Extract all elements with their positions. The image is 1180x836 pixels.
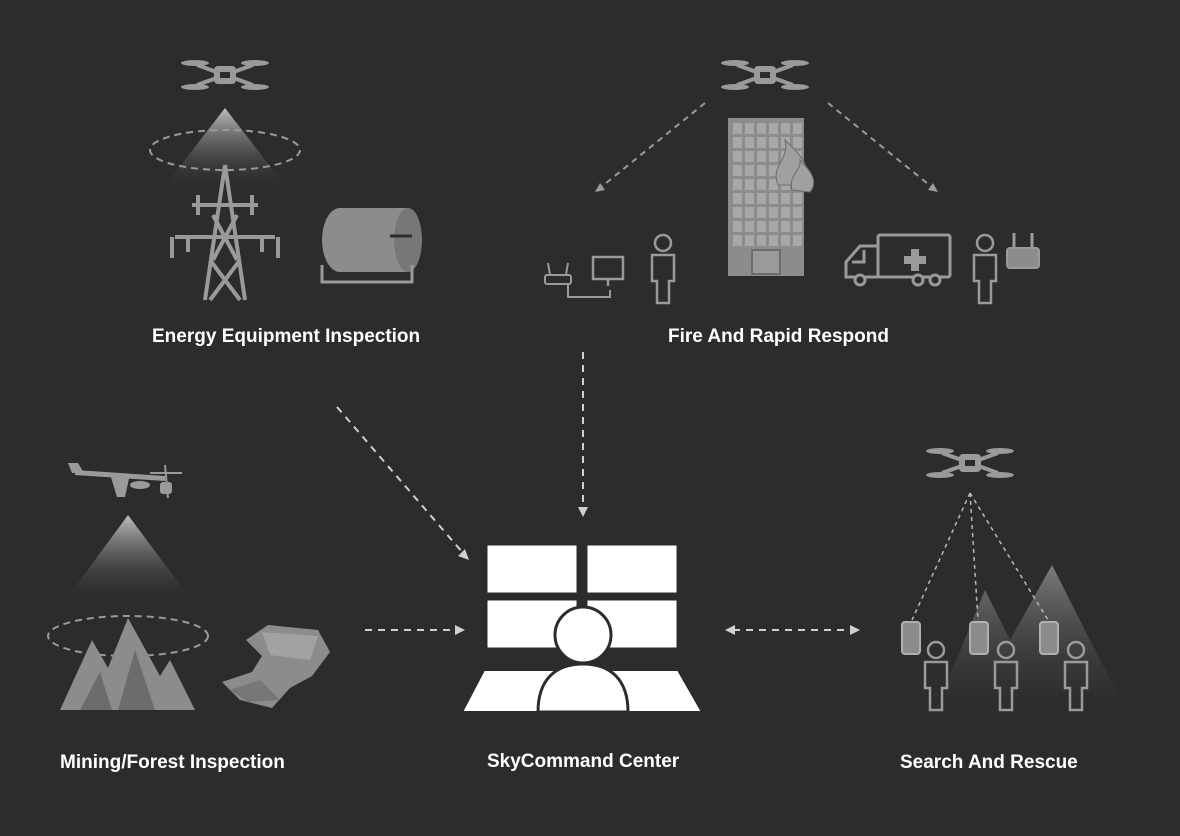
building-window (745, 165, 754, 176)
building-window (793, 221, 802, 232)
building-window (793, 123, 802, 134)
monitor-icon (591, 255, 625, 286)
arrow-head (928, 183, 938, 192)
building-window (757, 137, 766, 148)
building-window (793, 235, 802, 246)
building-window (745, 235, 754, 246)
person-icon (972, 233, 998, 305)
building-window (769, 221, 778, 232)
skycommand-center-label: SkyCommand Center (487, 751, 680, 772)
connectors (336, 352, 852, 631)
building-window (733, 179, 742, 190)
building-window (733, 137, 742, 148)
building-window (781, 207, 790, 218)
router-icon (544, 262, 572, 285)
drone-icon (924, 446, 1016, 480)
building-window (757, 165, 766, 176)
building-window (757, 221, 766, 232)
building-window (793, 137, 802, 148)
building-fire-icon (728, 118, 815, 276)
power-tower-icon (170, 164, 280, 302)
energy-group (149, 58, 422, 302)
drone-icon (179, 58, 271, 92)
mining-group (47, 463, 330, 710)
building-window (745, 193, 754, 204)
fire-and-rapid-respond-label: Fire And Rapid Respond (668, 326, 889, 347)
building-window (745, 123, 754, 134)
building-window (757, 151, 766, 162)
building-window (733, 165, 742, 176)
search-group (901, 446, 1128, 712)
search-and-rescue-label: Search And Rescue (900, 752, 1078, 773)
building-window (745, 221, 754, 232)
building-window (733, 123, 742, 134)
scan-ring (149, 129, 301, 171)
building-window (781, 221, 790, 232)
building-window (781, 123, 790, 134)
connector-line (827, 102, 939, 193)
building-window (757, 207, 766, 218)
search-beams (911, 492, 1049, 621)
building-window (733, 235, 742, 246)
operator-icon (460, 605, 704, 714)
sensor-beam (62, 515, 195, 605)
person-icon (650, 233, 676, 305)
building-window (781, 193, 790, 204)
building-window (733, 151, 742, 162)
ambulance-icon (844, 233, 952, 287)
fixed-wing-drone-icon (68, 463, 182, 499)
arrow-head (595, 183, 605, 192)
building-window (769, 235, 778, 246)
building-window (745, 207, 754, 218)
sensor-beam (160, 108, 290, 192)
arrow-heads (455, 507, 860, 635)
mountain-icon (935, 565, 1128, 712)
phone-icon (901, 621, 1059, 655)
building-window (745, 179, 754, 190)
building-window (733, 221, 742, 232)
building-window (757, 179, 766, 190)
command-center-group (460, 544, 704, 714)
building-window (769, 179, 778, 190)
building-window (769, 165, 778, 176)
mining-forest-inspection-label: Mining/Forest Inspection (60, 752, 285, 773)
connector-line (594, 102, 706, 193)
drone-icon (719, 58, 811, 92)
link-line (567, 284, 611, 298)
building-window (793, 193, 802, 204)
building-window (769, 193, 778, 204)
building-window (733, 207, 742, 218)
building-window (769, 123, 778, 134)
building-window (745, 151, 754, 162)
building-window (745, 137, 754, 148)
cable-drum-icon (320, 208, 422, 284)
building-window (757, 123, 766, 134)
building-window (769, 137, 778, 148)
building-window (769, 207, 778, 218)
energy-equipment-inspection-label: Energy Equipment Inspection (152, 326, 421, 347)
building-window (757, 235, 766, 246)
fire-group (544, 58, 1040, 305)
remote-controller-icon (1006, 233, 1040, 269)
rock-pile-icon (222, 625, 330, 708)
connector-energy-center (336, 406, 464, 554)
building-window (733, 193, 742, 204)
building-window (757, 193, 766, 204)
building-window (769, 151, 778, 162)
building-window (781, 235, 790, 246)
building-window (793, 207, 802, 218)
mountain-icon (60, 618, 195, 710)
